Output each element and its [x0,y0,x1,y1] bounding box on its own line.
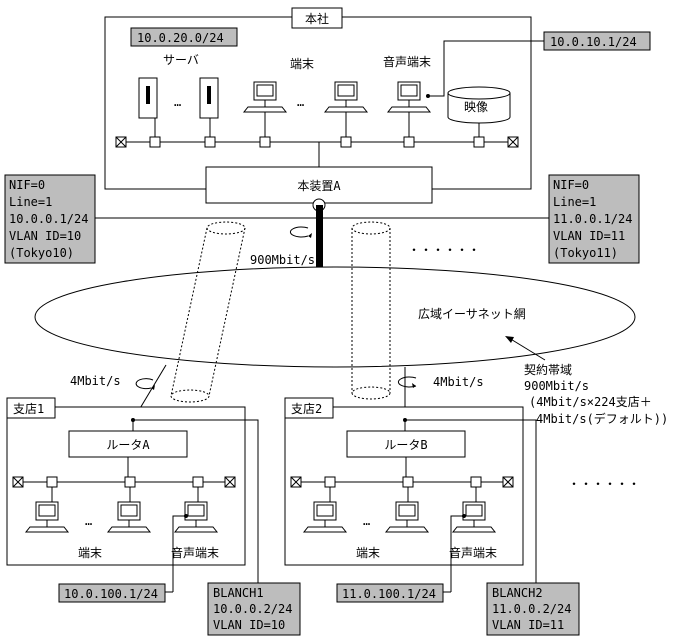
server-icon [199,77,219,119]
svg-text:VLAN ID=11: VLAN ID=11 [492,618,564,632]
hq-voice-ip: 10.0.10.1/24 [550,35,637,49]
svg-text:契約帯域: 契約帯域 [524,362,572,377]
branch2-voice-ip: 11.0.100.1/24 [342,587,436,601]
svg-text:(4Mbit/s×224支店＋: (4Mbit/s×224支店＋ [529,395,652,409]
server-ellipsis: … [174,95,181,109]
branch1-bw: 4Mbit/s [70,374,121,388]
svg-text:10.0.0.2/24: 10.0.0.2/24 [213,602,292,616]
branch1-site: 4Mbit/s 支店1 ルータA … 端末 音声端末 10.0.100.1/24… [6,364,301,636]
hq-uplink: 900Mbit/s ・・・・・・ [95,198,549,283]
branch2-title: 支店2 [291,402,322,416]
bottom-dots: ・・・・・・ [568,477,640,491]
branch2-voice-label: 音声端末 [449,545,497,560]
svg-text:11.0.0.1/24: 11.0.0.1/24 [553,212,632,226]
branch2-terminal-label: 端末 [356,546,380,560]
voice-ip-leader [428,40,544,97]
branch1-info-box [207,582,301,636]
hq-site: 本社 10.0.20.0/24 サーバ 端末 音声端末 … … 映像 10.0.… [104,7,651,204]
branch2-bw: 4Mbit/s [433,375,484,389]
router-b-label: ルータB [384,438,427,452]
svg-text:NIF=0: NIF=0 [9,178,45,192]
hq-subnet: 10.0.20.0/24 [137,31,224,45]
wan-label: 広域イーサネット網 [418,307,526,321]
hq-subnet-box [130,27,238,47]
branch1-title: 支店1 [13,402,44,416]
left-if-box: NIF=0 Line=1 10.0.0.1/24 VLAN ID=10 (Tok… [4,174,96,264]
svg-text:VLAN ID=11: VLAN ID=11 [553,229,625,243]
hq-title-box [291,7,343,29]
hq-terminal-label: 端末 [290,57,314,71]
svg-text:900Mbit/s: 900Mbit/s [524,379,589,393]
device-a-label: 本装置A [297,179,341,193]
server-label: サーバ [163,53,199,67]
svg-text:4Mbit/s(デフォルト)): 4Mbit/s(デフォルト)) [536,411,668,426]
svg-text:(Tokyo10): (Tokyo10) [9,246,74,260]
hq-terminal-ellipsis: … [297,95,304,109]
right-if-box: NIF=0 Line=1 11.0.0.1/24 VLAN ID=11 (Tok… [548,174,640,264]
top-dots: ・・・・・・ [408,243,480,257]
svg-text:Line=1: Line=1 [553,195,596,209]
server-icon [138,77,158,119]
video-label: 映像 [464,100,488,114]
virtual-pipe-1 [170,221,246,403]
svg-text:BLANCH2: BLANCH2 [492,586,543,600]
branch1-ellipsis: … [85,514,92,528]
virtual-pipe-2 [351,221,391,400]
svg-text:10.0.0.1/24: 10.0.0.1/24 [9,212,88,226]
hq-voice-label: 音声端末 [383,54,431,69]
svg-text:(Tokyo11): (Tokyo11) [553,246,618,260]
svg-text:11.0.0.2/24: 11.0.0.2/24 [492,602,571,616]
svg-text:VLAN ID=10: VLAN ID=10 [9,229,81,243]
hq-title: 本社 [305,11,329,26]
branch1-voice-label: 音声端末 [171,545,219,560]
svg-text:BLANCH1: BLANCH1 [213,586,264,600]
svg-text:Line=1: Line=1 [9,195,52,209]
svg-text:VLAN ID=10: VLAN ID=10 [213,618,285,632]
branch2-info-box [486,582,580,636]
device-a-box [205,166,433,204]
uplink-bw: 900Mbit/s [250,253,315,267]
branch1-voice-ip: 10.0.100.1/24 [64,587,158,601]
trunk-900m [316,205,323,283]
hq-lan [115,112,519,167]
contract-note: 契約帯域 900Mbit/s (4Mbit/s×224支店＋ 4Mbit/s(デ… [505,336,668,426]
branch2-ellipsis: … [363,514,370,528]
wan-cloud: 広域イーサネット網 [34,266,636,368]
svg-text:NIF=0: NIF=0 [553,178,589,192]
router-a-label: ルータA [106,438,150,452]
branch2-site: 4Mbit/s 支店2 ルータB … 端末 音声端末 11.0.100.1/24… [284,367,580,636]
branch1-terminal-label: 端末 [78,546,102,560]
video-icon: 映像 [447,86,511,124]
